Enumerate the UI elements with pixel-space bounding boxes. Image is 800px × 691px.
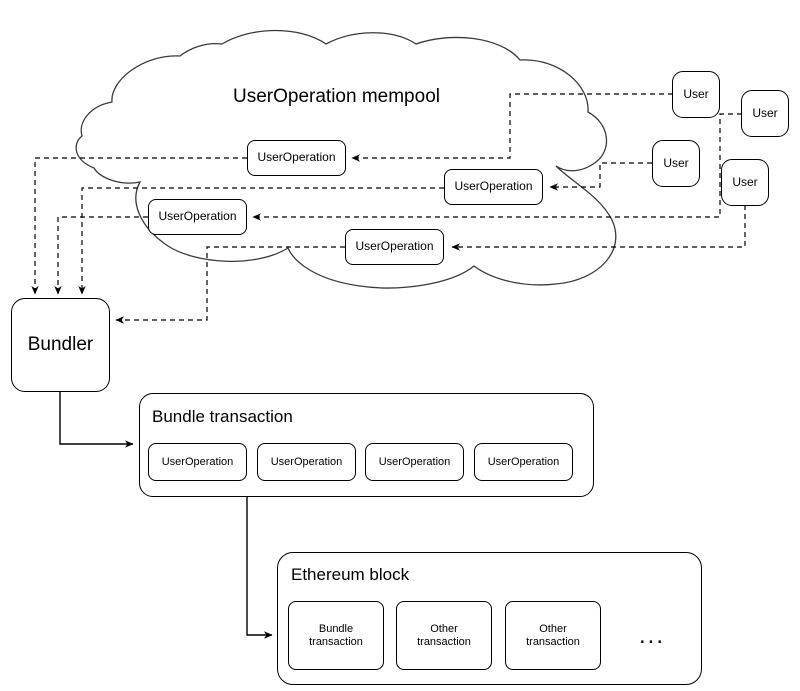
mempool-userop-2-label: UserOperation [454, 179, 533, 194]
ethereum-tx-3-line1: Other [539, 622, 567, 635]
bundle-userop-2[interactable]: UserOperation [257, 443, 356, 481]
mempool-userop-3-label: UserOperation [158, 209, 237, 224]
arrow-bundle-transaction-to-ethereum-block [246, 495, 273, 639]
mempool-userop-3[interactable]: UserOperation [148, 199, 247, 235]
ethereum-tx-1-line1: Bundle [318, 622, 354, 635]
ethereum-more-transactions-indicator: ... [639, 622, 666, 649]
arrow-userop4-to-bundler [115, 246, 345, 324]
bundle-userop-3[interactable]: UserOperation [365, 443, 464, 481]
bundle-userop-2-label: UserOperation [270, 455, 343, 468]
user-node-3-label: User [663, 155, 689, 170]
ethereum-tx-1-line2: transaction [309, 635, 363, 648]
mempool-userop-4-label: UserOperation [355, 239, 434, 254]
user-node-1-label: User [683, 86, 709, 101]
bundle-transaction-title: Bundle transaction [152, 407, 293, 426]
bundle-userop-1-label: UserOperation [161, 455, 234, 468]
mempool-userop-2[interactable]: UserOperation [444, 169, 543, 205]
user-node-4-label: User [732, 174, 758, 189]
mempool-userop-1[interactable]: UserOperation [247, 140, 346, 176]
mempool-title: UserOperation mempool [233, 86, 440, 107]
user-node-2[interactable]: User [741, 90, 789, 137]
bundle-userop-3-label: UserOperation [378, 455, 451, 468]
ethereum-tx-2-line1: Other [430, 622, 458, 635]
user-node-2-label: User [752, 105, 778, 120]
bundler-node[interactable]: Bundler [11, 298, 110, 392]
ethereum-tx-2[interactable]: Other transaction [396, 601, 492, 670]
mempool-userop-1-label: UserOperation [257, 150, 336, 165]
arrow-user3-to-userop2 [549, 162, 652, 191]
bundle-userop-1[interactable]: UserOperation [148, 443, 247, 481]
arrow-bundler-to-bundle-transaction [59, 392, 134, 448]
bundler-label: Bundler [27, 334, 94, 356]
ethereum-tx-1[interactable]: Bundle transaction [288, 601, 384, 670]
bundle-userop-4[interactable]: UserOperation [474, 443, 573, 481]
ethereum-tx-2-line2: transaction [417, 635, 471, 648]
user-node-1[interactable]: User [672, 71, 720, 118]
ethereum-tx-3-line2: transaction [526, 635, 580, 648]
user-node-4[interactable]: User [721, 159, 769, 206]
ethereum-tx-3[interactable]: Other transaction [505, 601, 601, 670]
arrow-userop3-to-bundler [54, 216, 148, 295]
user-node-3[interactable]: User [652, 140, 700, 187]
arrow-user4-to-userop4 [451, 205, 746, 251]
bundle-userop-4-label: UserOperation [487, 455, 560, 468]
mempool-userop-4[interactable]: UserOperation [345, 229, 444, 265]
ethereum-block-title: Ethereum block [291, 565, 410, 584]
